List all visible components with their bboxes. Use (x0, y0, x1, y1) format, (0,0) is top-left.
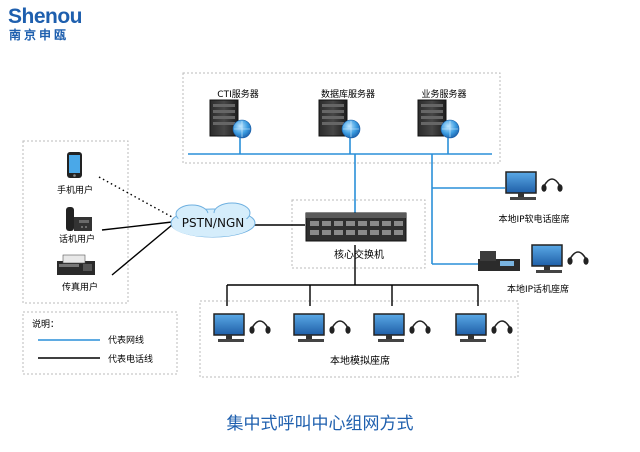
user-label-fax: 传真用户 (62, 281, 98, 293)
fax-machine-icon (57, 254, 95, 275)
server-group-box (182, 72, 501, 164)
ip-softphone-seat-icon (505, 171, 563, 200)
seat-label-ip-phone: 本地IP话机座席 (507, 283, 569, 295)
legend-title: 说明： (32, 318, 59, 330)
phone-cabling (98, 176, 479, 306)
switch-group-box (291, 199, 426, 269)
ip-phone-seat-icon (478, 244, 589, 273)
seat-label-analog: 本地模拟座席 (330, 354, 390, 367)
analog-seat-group-box (199, 300, 519, 378)
desk-phone-icon (66, 207, 92, 231)
server-label-business: 业务服务器 (421, 88, 466, 100)
server-label-cti: CTI服务器 (217, 88, 258, 100)
analog-seat-icon (373, 313, 431, 342)
legend-box (22, 311, 178, 375)
business-server (417, 99, 460, 139)
server-label-database: 数据库服务器 (321, 88, 375, 100)
pstn-cloud-icon (170, 202, 256, 238)
analog-seat-icon (293, 313, 351, 342)
logo-brand: Shenou (8, 5, 83, 28)
company-logo: Shenou 南京申瓯 (8, 5, 83, 43)
core-switch-icon (305, 212, 407, 242)
user-label-mobile: 手机用户 (57, 184, 93, 196)
seat-label-ip-softphone: 本地IP软电话座席 (498, 213, 569, 225)
diagram-caption: 集中式呼叫中心组网方式 (226, 414, 414, 434)
network-cabling (188, 138, 505, 265)
analog-seat-icon (213, 313, 271, 342)
cti-server (209, 99, 252, 139)
user-group-box (22, 140, 129, 304)
analog-seat-icon (455, 313, 513, 342)
database-server (318, 99, 361, 139)
mobile-phone-icon (67, 152, 82, 178)
pstn-label: PSTN/NGN (182, 216, 244, 230)
core-switch-label: 核心交换机 (334, 248, 384, 261)
legend-network-label: 代表网线 (108, 334, 144, 346)
user-label-desk-phone: 话机用户 (59, 233, 95, 245)
legend-phone-label: 代表电话线 (108, 353, 153, 365)
logo-subtitle: 南京申瓯 (9, 28, 70, 42)
